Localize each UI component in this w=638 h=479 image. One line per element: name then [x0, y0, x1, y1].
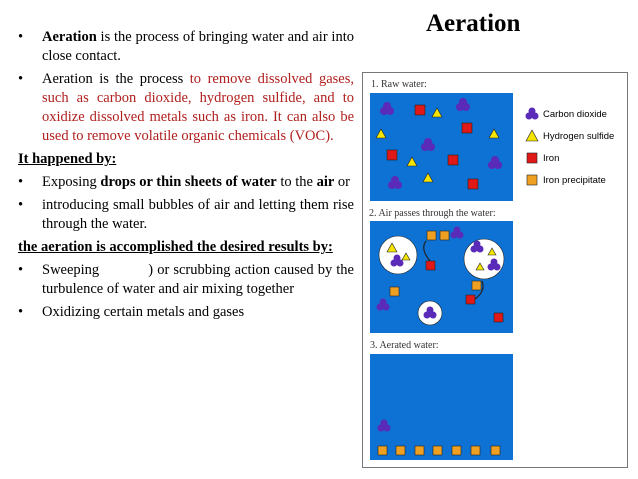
bullet-sweeping: • Sweeping ) or scrubbing action caused …	[18, 261, 354, 299]
text-column: • Aeration is the process of bringing wa…	[18, 28, 354, 326]
legend-item-iron: Iron	[523, 147, 627, 169]
iron-square-icon	[461, 122, 473, 134]
iron-precipitate-icon	[451, 445, 462, 456]
iron-square-icon	[467, 178, 479, 190]
co2-icon	[377, 419, 391, 432]
air-bubble-small	[417, 300, 443, 326]
h2s-triangle-icon	[488, 128, 500, 139]
co2-icon	[388, 176, 402, 189]
bullet-oxidizing: • Oxidizing certain metals and gases	[18, 303, 354, 322]
bullet-dot: •	[18, 29, 24, 45]
aeration-diagram: 1. Raw water: Carbon dioxide Hy	[362, 72, 628, 468]
iron-square-icon	[526, 152, 538, 164]
exposing-bold: drops or thin sheets of water	[100, 174, 277, 190]
co2-icon	[421, 138, 435, 151]
heading-it-happened-by: It happened by:	[18, 151, 117, 167]
iron-precipitate-icon	[389, 286, 400, 297]
legend-label-co2: Carbon dioxide	[543, 108, 607, 120]
arrow-icon	[474, 280, 484, 300]
iron-precipitate-icon	[439, 230, 450, 241]
panel3-label: 3. Aerated water:	[370, 340, 439, 351]
legend-item-co2: Carbon dioxide	[523, 103, 627, 125]
iron-precipitate-icon	[471, 280, 482, 291]
co2-icon	[450, 226, 464, 239]
sweeping-text: Sweeping ) or scrubbing action caused by…	[42, 262, 358, 297]
iron-precipitate-icon	[414, 445, 425, 456]
term-aeration: Aeration	[42, 29, 97, 45]
co2-icon	[488, 156, 502, 169]
co2-icon	[456, 98, 470, 111]
bullet-dot: •	[18, 304, 24, 320]
bullet-definition: • Aeration is the process of bringing wa…	[18, 28, 354, 66]
bullet-purpose: • Aeration is the process to remove diss…	[18, 70, 354, 146]
aerated-water-contents	[377, 419, 501, 456]
bubbles-text: introducing small bubbles of air and let…	[42, 197, 354, 232]
panel-raw-water	[370, 93, 513, 201]
iron-precipitate-icon	[395, 445, 406, 456]
bullet-dot: •	[18, 174, 24, 190]
air-passes-contents	[376, 226, 505, 326]
slide-title: Aeration	[426, 10, 521, 37]
bullet-dot: •	[18, 71, 24, 87]
iron-square-icon	[465, 294, 476, 305]
panel-air-passes	[370, 221, 513, 333]
legend-label-h2s: Hydrogen sulfide	[543, 130, 615, 142]
purpose-detail: to remove dissolved gases, such as carbo…	[42, 71, 354, 144]
raw-water-contents	[375, 98, 502, 190]
h2s-triangle-icon	[375, 128, 387, 139]
legend-label-iron: Iron	[543, 152, 560, 164]
bullet-exposing: • Exposing drops or thin sheets of water…	[18, 173, 354, 192]
arrow-icon	[423, 240, 431, 262]
air-bubble-left	[378, 235, 418, 275]
bullet-dot: •	[18, 262, 24, 278]
iron-precipitate-icon	[470, 445, 481, 456]
co2-icon	[380, 102, 394, 115]
purpose-intro: Aeration is the process	[42, 71, 190, 87]
h2s-triangle-icon	[422, 172, 434, 183]
iron-precipitate-icon	[377, 445, 388, 456]
bullet-dot: •	[18, 197, 24, 213]
h2s-triangle-icon	[431, 107, 443, 118]
bullet-bubbles: • introducing small bubbles of air and l…	[18, 196, 354, 234]
exposing-air: air	[316, 174, 335, 190]
h2s-triangle-icon	[406, 156, 418, 167]
panel1-label: 1. Raw water:	[371, 79, 427, 90]
iron-square-icon	[493, 312, 504, 323]
co2-icon	[525, 107, 539, 120]
legend: Carbon dioxide Hydrogen sulfide Iron Iro…	[523, 103, 627, 191]
exposing-post: or	[334, 174, 350, 190]
exposing-mid: to the	[276, 174, 317, 190]
air-bubble-right	[463, 238, 505, 280]
legend-item-precipitate: Iron precipitate	[523, 169, 627, 191]
oxidizing-text: Oxidizing certain metals and gases	[42, 304, 245, 320]
legend-label-precipitate: Iron precipitate	[543, 174, 606, 186]
iron-square-icon	[386, 149, 398, 161]
h2s-triangle-icon	[525, 129, 539, 142]
co2-icon	[376, 298, 390, 311]
panel2-label: 2. Air passes through the water:	[369, 208, 496, 219]
iron-square-icon	[425, 260, 436, 271]
iron-square-icon	[414, 104, 426, 116]
iron-square-icon	[447, 154, 459, 166]
iron-precipitate-icon	[490, 445, 501, 456]
iron-precipitate-icon	[526, 174, 538, 186]
iron-precipitate-icon	[432, 445, 443, 456]
panel-aerated-water	[370, 354, 513, 460]
heading-desired-results: the aeration is accomplished the desired…	[18, 239, 333, 255]
definition-text: is the process of bringing water and air…	[42, 29, 354, 64]
exposing-pre: Exposing	[42, 174, 101, 190]
legend-item-h2s: Hydrogen sulfide	[523, 125, 627, 147]
iron-precipitate-icon	[426, 230, 437, 241]
